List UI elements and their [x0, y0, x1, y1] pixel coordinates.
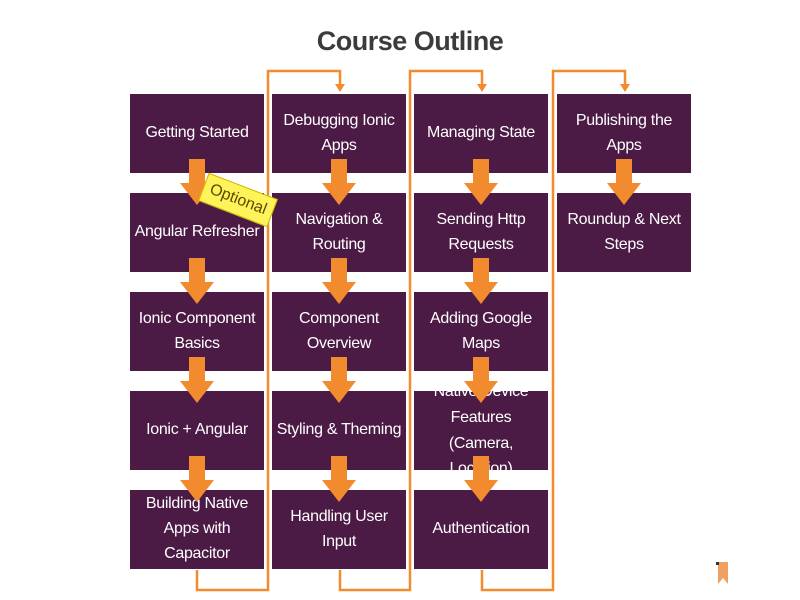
down-arrow-icon: [180, 456, 214, 502]
connector-arrowhead-col2: [335, 84, 345, 92]
down-arrow-icon: [464, 456, 498, 502]
diagram-title: Course Outline: [316, 26, 504, 56]
box-roundup-next-steps: Roundup & Next Steps: [557, 193, 691, 272]
connector-arrowhead-col4: [620, 84, 630, 92]
brand-logo-icon: [716, 562, 728, 584]
connector-col2-col3: [338, 69, 484, 592]
connector-col3-col4: [480, 69, 627, 592]
down-arrow-icon: [464, 258, 498, 304]
down-arrow-icon: [322, 357, 356, 403]
down-arrow-icon: [464, 357, 498, 403]
connector-col1-col2: [195, 69, 342, 592]
box-getting-started: Getting Started: [130, 94, 264, 173]
down-arrow-icon: [180, 357, 214, 403]
down-arrow-icon: [322, 159, 356, 205]
box-authentication: Authentication: [414, 490, 548, 569]
down-arrow-icon: [180, 258, 214, 304]
connector-arrowhead-col3: [477, 84, 487, 92]
box-adding-google-maps: Adding Google Maps: [414, 292, 548, 371]
down-arrow-icon: [607, 159, 641, 205]
down-arrow-icon: [322, 258, 356, 304]
box-publishing-apps: Publishing the Apps: [557, 94, 691, 173]
box-handling-user-input: Handling User Input: [272, 490, 406, 569]
box-building-native-apps: Building Native Apps with Capacitor: [130, 490, 264, 569]
down-arrow-icon: [322, 456, 356, 502]
down-arrow-icon: [464, 159, 498, 205]
